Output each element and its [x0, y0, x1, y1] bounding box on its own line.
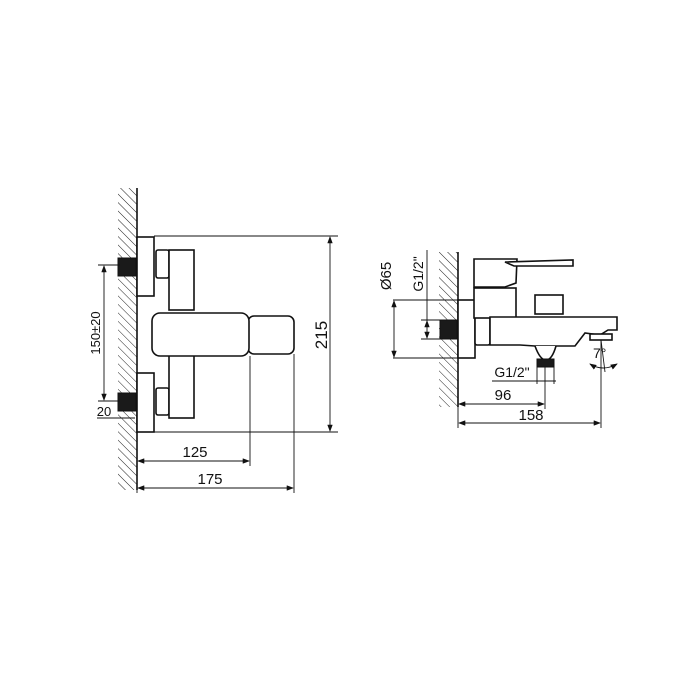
spout-side — [489, 316, 618, 347]
diverter-knob — [534, 294, 564, 315]
flange-bottom — [136, 372, 155, 433]
lever-arm — [504, 259, 574, 267]
dimension-inlet-thread-label: G1/2" — [410, 256, 426, 291]
flange-side — [457, 299, 476, 359]
dimension-total-depth-label: 175 — [197, 471, 222, 488]
body-column-bottom — [168, 351, 195, 419]
nut-side — [474, 316, 491, 346]
dimension-pipe-offset-label: 20 — [97, 404, 111, 419]
body-column-top — [168, 249, 195, 311]
spout-nozzle — [589, 333, 613, 341]
dimension-flange-diameter-label: Ø65 — [378, 262, 395, 290]
mixer-body-front — [151, 312, 250, 357]
inlet-pipe-side — [439, 319, 458, 340]
inlet-pipe-bottom — [117, 392, 137, 412]
dimension-pipe-spacing-label: 150±20 — [88, 311, 103, 354]
side-view: Ø65 G1/2" G1/2" 96 158 7° — [378, 250, 618, 428]
spout-front — [247, 315, 295, 355]
dimension-height-label: 215 — [312, 321, 331, 349]
nut-top — [155, 249, 170, 279]
nut-bottom — [155, 387, 170, 416]
front-view: 215 150±20 20 125 175 — [88, 188, 338, 493]
outlet-body — [534, 345, 557, 361]
flange-top — [136, 236, 155, 297]
dimension-body-depth-label: 125 — [182, 444, 207, 461]
outlet-thread — [536, 358, 555, 368]
lever-body — [473, 258, 518, 288]
wall-hatch — [118, 188, 137, 490]
dimension-spout-length-label: 158 — [518, 407, 543, 424]
inlet-pipe-top — [117, 257, 137, 277]
cartridge-housing — [473, 287, 517, 319]
dimension-outlet-distance-label: 96 — [495, 387, 512, 404]
spout-angle-arc — [589, 363, 618, 370]
dimension-spout-angle-label: 7° — [593, 345, 606, 361]
dimension-outlet-thread-label: G1/2" — [494, 364, 529, 380]
